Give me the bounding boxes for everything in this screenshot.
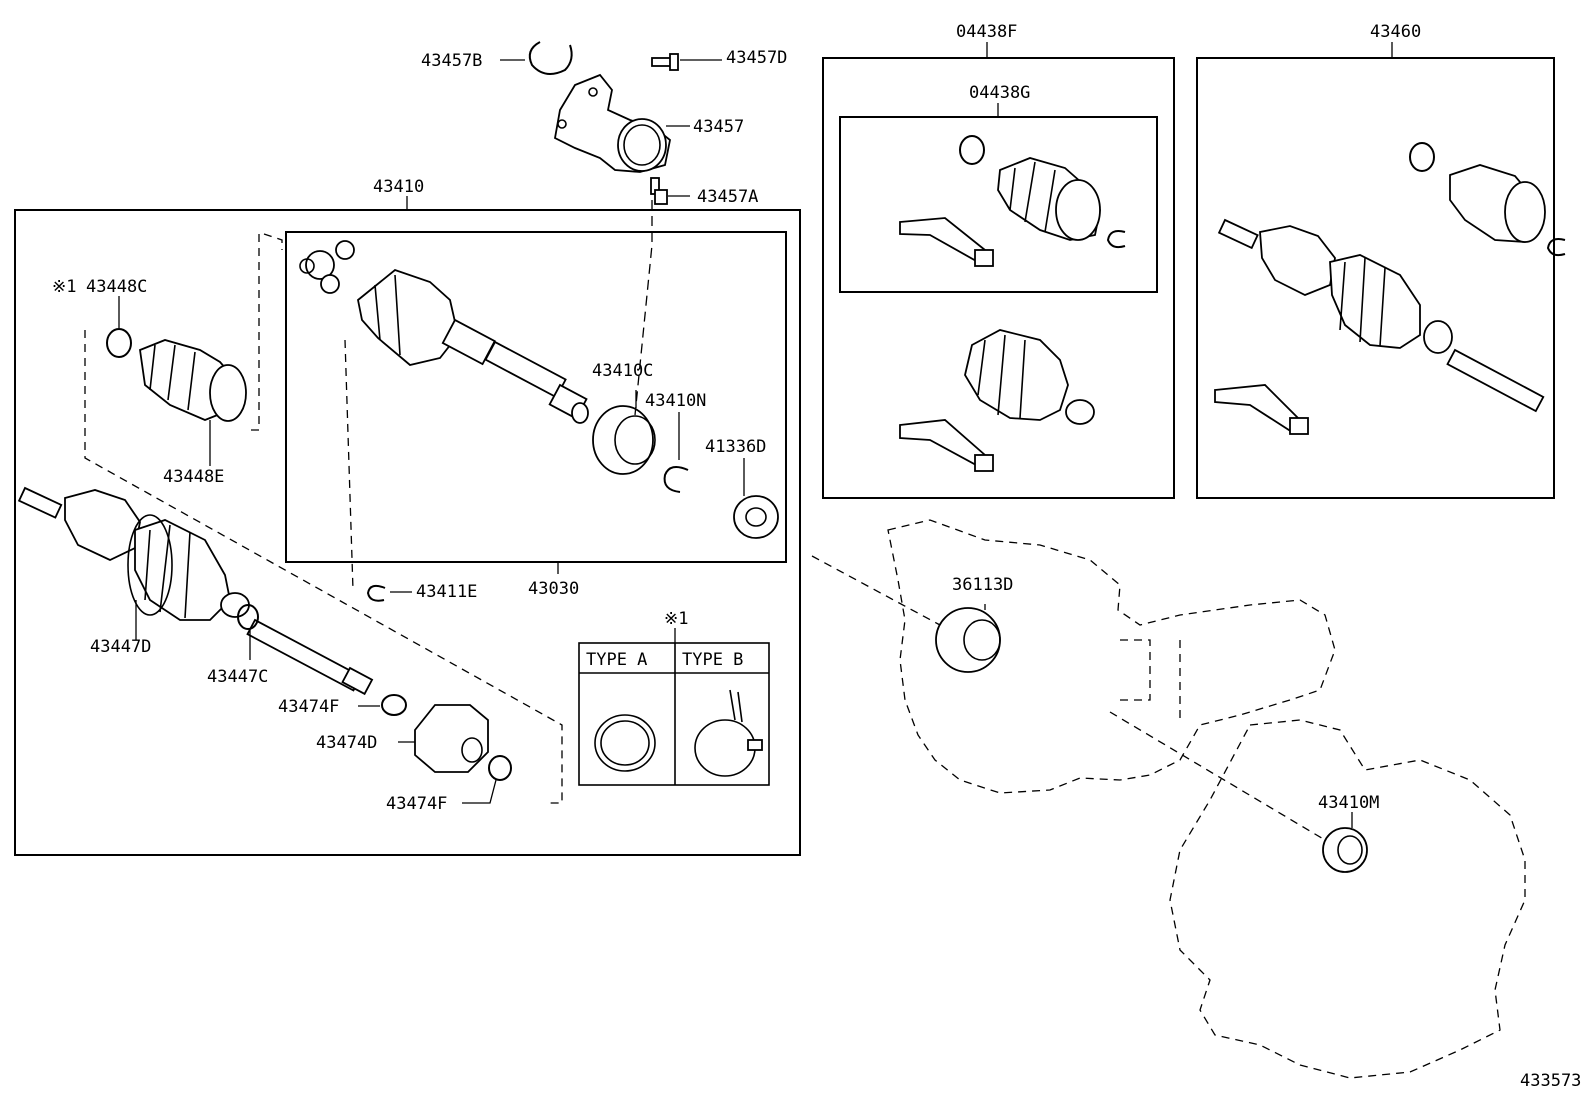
label-41336D: 41336D bbox=[705, 437, 766, 457]
label-43448C: 43448C bbox=[86, 277, 147, 297]
clip-43457B bbox=[528, 41, 573, 75]
transfer-case-outline bbox=[1169, 719, 1526, 1079]
label-43410M: 43410M bbox=[1318, 793, 1379, 813]
assembly-box-43460 bbox=[1196, 57, 1555, 499]
clamp-ring-43447D bbox=[127, 514, 173, 616]
type-b-label: TYPE B bbox=[682, 650, 743, 670]
clamp-type-table: TYPE A TYPE B bbox=[578, 628, 770, 786]
seal-36113D bbox=[935, 607, 1001, 673]
diagram-id: 433573 bbox=[1520, 1071, 1581, 1091]
bearing-43410C bbox=[592, 405, 656, 475]
kit-04438G-parts bbox=[899, 135, 1126, 267]
kit-box-04438F bbox=[822, 57, 1175, 499]
bracket-43457 bbox=[553, 73, 671, 173]
label-43448E: 43448E bbox=[163, 467, 224, 487]
damper-43474D bbox=[414, 704, 489, 773]
clamp-43448C bbox=[106, 328, 132, 358]
kit-04438F-parts bbox=[899, 329, 1095, 472]
label-43457B: 43457B bbox=[421, 51, 482, 71]
label-43474D: 43474D bbox=[316, 733, 377, 753]
label-43030: 43030 bbox=[528, 579, 579, 599]
clamp-43474F-b bbox=[488, 755, 512, 781]
label-43448C-mark: ※1 bbox=[52, 277, 76, 297]
label-43460: 43460 bbox=[1370, 22, 1421, 42]
outer-drive-shaft bbox=[17, 486, 374, 696]
boot-43448E bbox=[139, 339, 247, 422]
label-43457: 43457 bbox=[693, 117, 744, 137]
seal-43410M bbox=[1322, 827, 1368, 873]
type-a-label: TYPE A bbox=[586, 650, 647, 670]
label-43410N: 43410N bbox=[645, 391, 706, 411]
inner-joint-shaft bbox=[357, 268, 589, 424]
clamp-43447C bbox=[237, 604, 259, 630]
snap-ring-43410N bbox=[663, 465, 689, 493]
label-note-mark: ※1 bbox=[664, 609, 688, 629]
seal-41336D bbox=[733, 495, 779, 539]
label-43447C: 43447C bbox=[207, 667, 268, 687]
label-43474F-a: 43474F bbox=[278, 697, 339, 717]
label-43457D: 43457D bbox=[726, 48, 787, 68]
transaxle-outline bbox=[887, 519, 1336, 794]
assembly-box-43030 bbox=[285, 231, 787, 563]
snap-ring-43411E bbox=[366, 584, 386, 602]
label-43474F-b: 43474F bbox=[386, 794, 447, 814]
label-43447D: 43447D bbox=[90, 637, 151, 657]
label-43410C: 43410C bbox=[592, 361, 653, 381]
bolt-43457A bbox=[650, 177, 668, 205]
label-04438F: 04438F bbox=[956, 22, 1017, 42]
label-36113D: 36113D bbox=[952, 575, 1013, 595]
shaft-assembly-43460 bbox=[1214, 142, 1566, 435]
bolt-43457D bbox=[651, 53, 679, 71]
label-04438G: 04438G bbox=[969, 83, 1030, 103]
kit-box-04438G bbox=[839, 116, 1158, 293]
label-43410: 43410 bbox=[373, 177, 424, 197]
label-43411E: 43411E bbox=[416, 582, 477, 602]
label-43457A: 43457A bbox=[697, 187, 758, 207]
tripod-joint bbox=[299, 240, 355, 294]
clamp-43474F-a bbox=[381, 694, 407, 716]
